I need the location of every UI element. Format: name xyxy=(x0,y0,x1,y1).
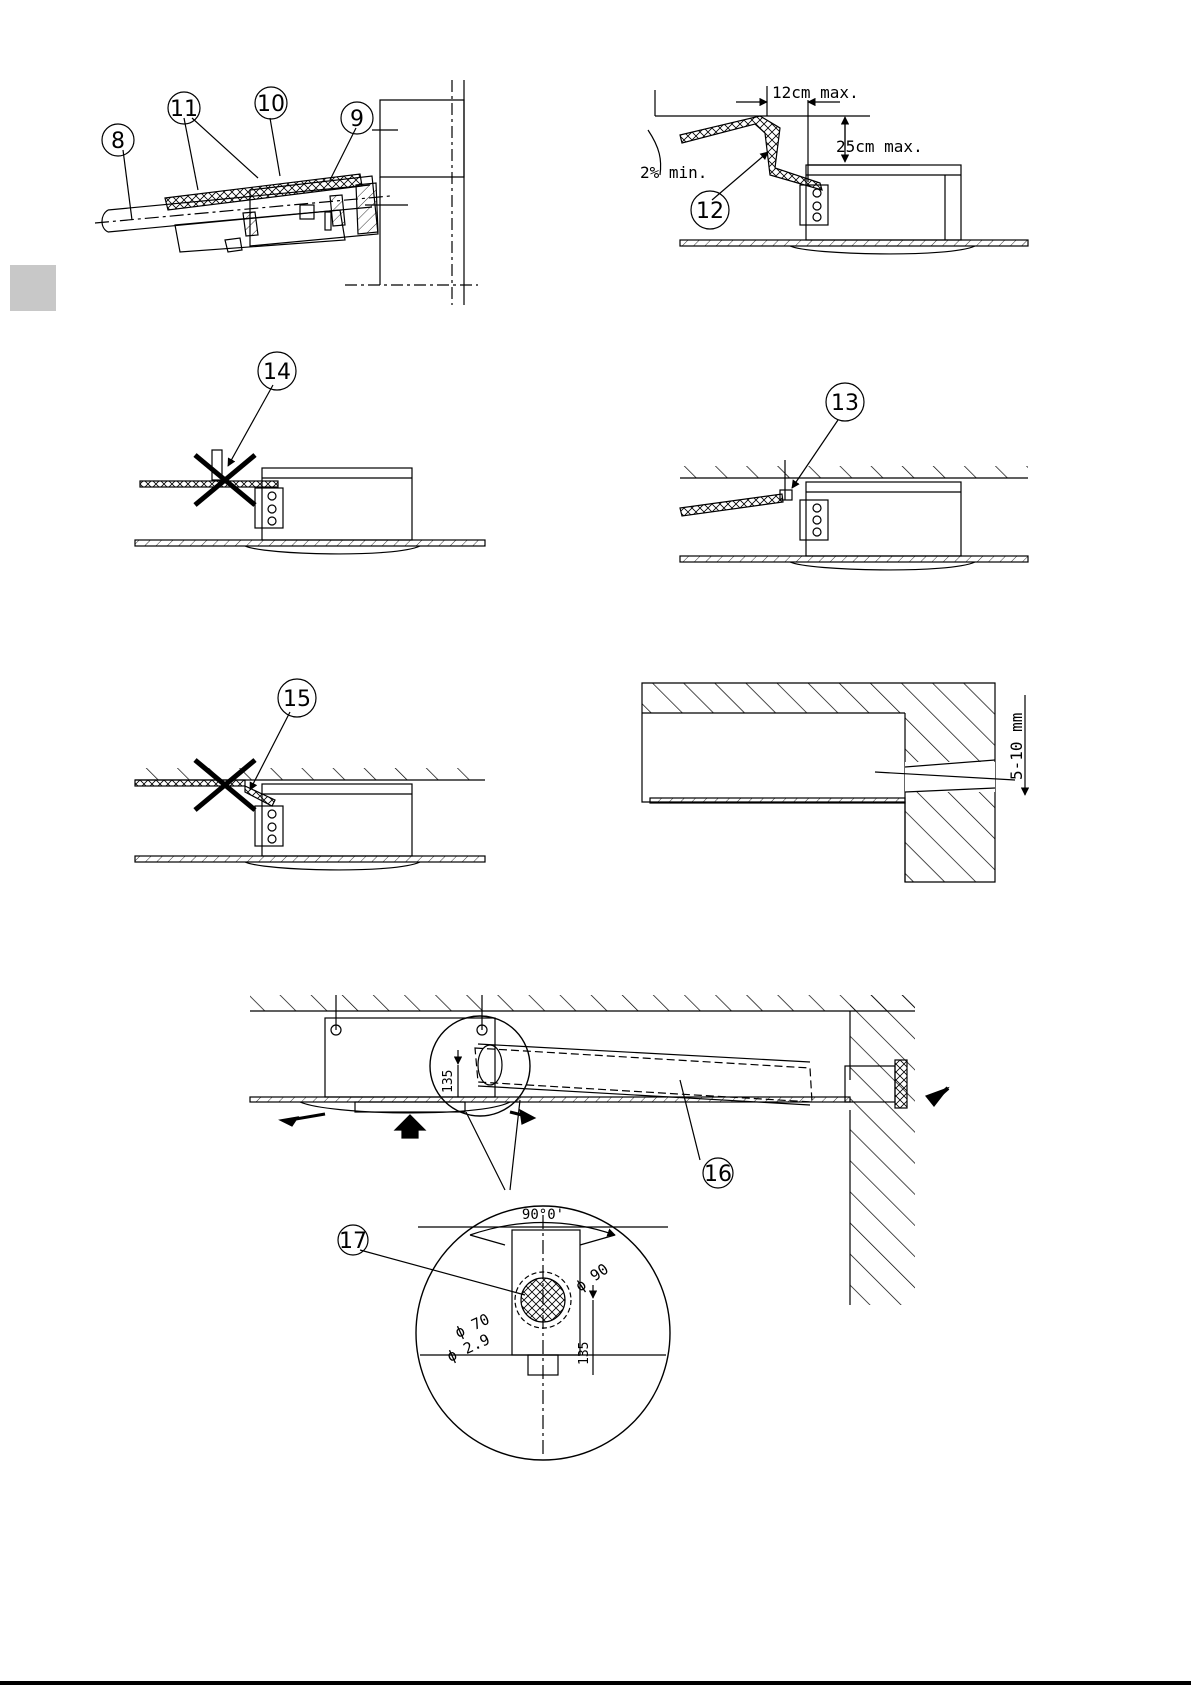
dim-25cm-max: 25cm max. xyxy=(836,137,923,156)
callout-11: 11 xyxy=(170,97,198,122)
dim-angle: 90°0' xyxy=(522,1207,564,1223)
panel-wrong-support xyxy=(135,352,485,554)
dim-slope: 2% min. xyxy=(640,163,707,182)
panel-duct-installation xyxy=(250,995,948,1460)
callout-13: 13 xyxy=(831,391,859,416)
callout-9: 9 xyxy=(350,107,364,132)
callout-16: 16 xyxy=(704,1162,732,1187)
dim-diameter-90: ϕ 90 xyxy=(572,1260,612,1295)
panel-wall-gap xyxy=(642,683,1025,882)
dim-height-135-b: 135 xyxy=(577,1342,592,1365)
dim-height-135-a: 135 xyxy=(441,1070,456,1093)
callout-14: 14 xyxy=(263,360,291,385)
callout-17: 17 xyxy=(339,1229,367,1254)
callout-8: 8 xyxy=(111,129,125,154)
callout-15: 15 xyxy=(283,687,311,712)
page-bottom-rule xyxy=(0,1681,1191,1685)
panel-pipe-insulation xyxy=(95,80,478,305)
dim-12cm-max: 12cm max. xyxy=(772,83,859,102)
callout-10: 10 xyxy=(257,92,285,117)
callout-12: 12 xyxy=(696,199,724,224)
dim-5-10mm: 5-10 mm xyxy=(1007,713,1026,780)
